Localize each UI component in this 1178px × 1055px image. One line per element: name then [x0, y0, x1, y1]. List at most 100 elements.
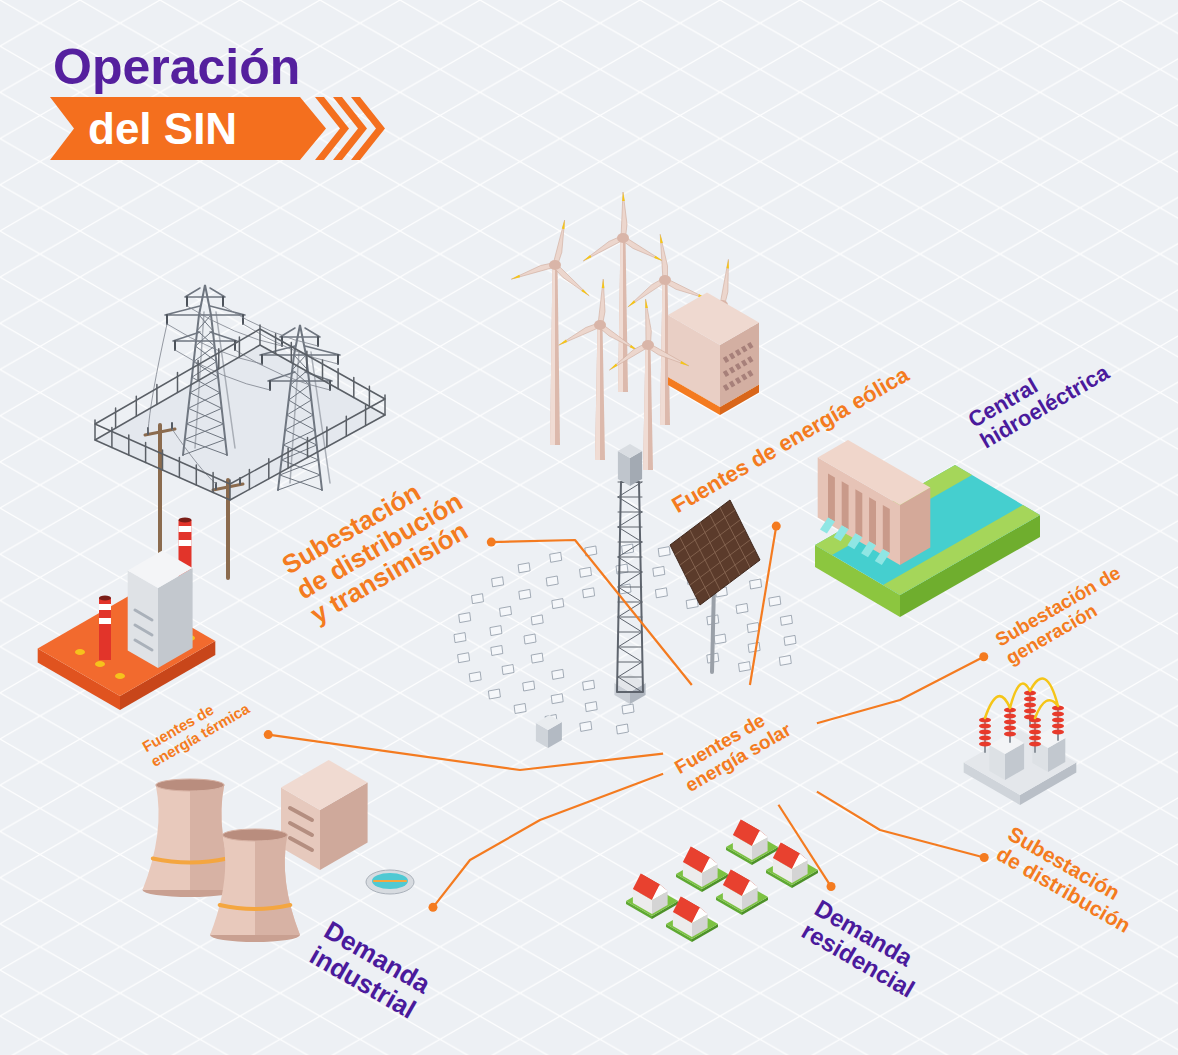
- chimney-band: [179, 526, 192, 532]
- insulator: [262, 355, 338, 364]
- pylon-arm: [260, 346, 340, 355]
- title-banner: [50, 97, 326, 160]
- clarifier-tank: [366, 870, 414, 894]
- chimney-top: [99, 596, 111, 601]
- turbine-tower: [595, 325, 600, 460]
- tower-top: [223, 829, 288, 841]
- heliostat: [750, 579, 762, 589]
- connector-dot: [772, 522, 781, 531]
- chimney-band: [99, 618, 111, 624]
- turbine-tower: [643, 345, 653, 470]
- insulator-disc: [1052, 718, 1064, 723]
- chimney-top: [179, 518, 192, 523]
- heliostat: [580, 567, 592, 577]
- house-gable: [652, 885, 668, 901]
- transformer: [989, 734, 1024, 754]
- connector: [817, 792, 984, 858]
- insulator-disc: [1024, 703, 1036, 708]
- label-text: Demanda industrial: [305, 915, 455, 1035]
- insulator: [187, 297, 223, 306]
- heliostat: [459, 613, 471, 623]
- power-wire: [148, 324, 167, 432]
- insulator-disc: [979, 724, 991, 729]
- chimney: [99, 598, 111, 660]
- heliostat: [583, 588, 595, 598]
- power-wire: [187, 306, 282, 346]
- pole-crossbar: [145, 429, 175, 435]
- insulator-disc: [979, 736, 991, 741]
- house-gable: [702, 858, 718, 874]
- power-wire: [235, 350, 330, 390]
- spillway: [855, 489, 862, 537]
- insulator-disc: [1004, 732, 1016, 737]
- insulator-disc: [1004, 726, 1016, 731]
- turbine-blade: [646, 299, 652, 345]
- heliostat: [523, 681, 535, 691]
- heliostat: [653, 566, 665, 576]
- connector-dot: [428, 903, 437, 912]
- heliostat: [552, 669, 564, 679]
- heliostat: [714, 634, 726, 644]
- heliostat: [686, 599, 698, 609]
- building-window: [290, 808, 312, 850]
- insulator-disc: [1052, 730, 1064, 735]
- label-text: Subestación de generación: [992, 561, 1138, 670]
- connector: [433, 774, 663, 908]
- solar-tower: [617, 482, 643, 692]
- blade-tip: [559, 340, 567, 346]
- heliostat: [748, 642, 760, 652]
- insulator-disc: [1024, 709, 1036, 714]
- heliostat: [622, 544, 634, 554]
- heliostat: [472, 594, 484, 604]
- heliostat: [551, 694, 563, 704]
- insulator-disc: [1029, 730, 1041, 735]
- turbine-blade: [511, 263, 555, 280]
- turbine-tower: [643, 345, 648, 470]
- heliostat: [531, 653, 543, 663]
- tower-bracing: [618, 482, 642, 692]
- turbine-hub: [659, 275, 671, 285]
- blade-tip: [511, 275, 520, 280]
- pylon-arm: [165, 306, 245, 315]
- insulator-disc: [1029, 724, 1041, 729]
- blade-tip: [562, 220, 565, 229]
- label-text: Demanda residencial: [797, 895, 953, 1016]
- heliostat: [780, 615, 792, 625]
- building-window: [724, 343, 754, 361]
- panel-pole: [712, 585, 714, 672]
- utility-pole: [158, 425, 162, 555]
- banner-label: del SIN: [88, 97, 237, 160]
- cooling-tower: [210, 835, 300, 935]
- heliostat: [458, 653, 470, 663]
- connector: [491, 540, 692, 685]
- solar-receiver: [618, 444, 642, 458]
- label-text: Central hidroeléctrica: [964, 327, 1135, 454]
- blade-tip: [581, 289, 589, 296]
- heliostat: [546, 576, 558, 586]
- turbine-blade: [598, 279, 605, 325]
- spillway-water: [847, 533, 862, 549]
- label-text: Fuentes de energía térmica: [140, 681, 260, 770]
- heliostat: [736, 604, 748, 614]
- insulator-disc: [1029, 742, 1041, 747]
- insulator-post: [1034, 718, 1036, 752]
- connector-dot: [979, 652, 988, 661]
- panel-grid: [675, 508, 755, 598]
- blade-tip: [645, 299, 648, 308]
- turbine-blade: [621, 192, 627, 238]
- component-label: Subestación de generación: [992, 561, 1138, 670]
- heliostat: [492, 577, 504, 587]
- heliostat: [500, 606, 512, 616]
- label-text: Subestación de distribución: [992, 822, 1148, 938]
- connector-dot: [487, 538, 496, 547]
- house-gable: [752, 831, 768, 847]
- turbine-blade: [720, 259, 728, 305]
- platform-fan: [75, 649, 85, 655]
- component-label: Demanda residencial: [797, 895, 953, 1016]
- heliostat: [616, 724, 628, 734]
- connector-dot: [980, 853, 989, 862]
